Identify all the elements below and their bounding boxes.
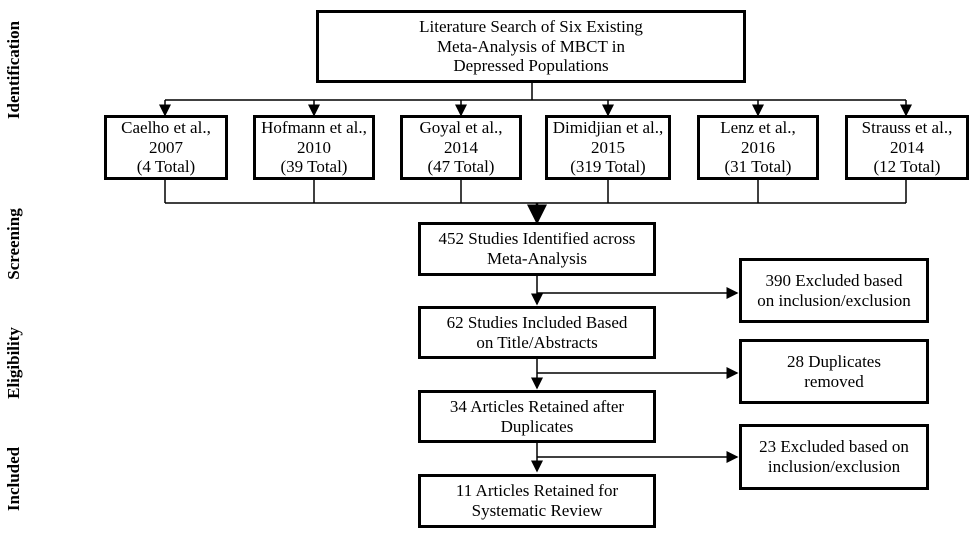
exclusion-text: 23 Excluded based on inclusion/exclusion — [759, 437, 909, 476]
source-label: Lenz et al., 2016 (31 Total) — [720, 118, 796, 177]
systematic-review-box: 11 Articles Retained for Systematic Revi… — [418, 474, 656, 528]
stage-label-identification: Identification — [4, 20, 23, 120]
source-box-dimidjian: Dimidjian et al., 2015 (319 Total) — [545, 115, 671, 180]
source-label: Hofmann et al., 2010 (39 Total) — [261, 118, 367, 177]
source-box-hofmann: Hofmann et al., 2010 (39 Total) — [253, 115, 375, 180]
source-box-lenz: Lenz et al., 2016 (31 Total) — [697, 115, 819, 180]
source-box-strauss: Strauss et al., 2014 (12 Total) — [845, 115, 969, 180]
included-studies-box: 62 Studies Included Based on Title/Abstr… — [418, 306, 656, 359]
source-label: Strauss et al., 2014 (12 Total) — [861, 118, 953, 177]
source-box-caelho: Caelho et al., 2007 (4 Total) — [104, 115, 228, 180]
literature-search-box: Literature Search of Six Existing Meta-A… — [316, 10, 746, 83]
exclusion-text: 28 Duplicates removed — [787, 351, 881, 391]
identified-studies-box: 452 Studies Identified across Meta-Analy… — [418, 222, 656, 276]
stage-label-eligibility: Eligibility — [4, 327, 23, 399]
exclusion-box-3: 23 Excluded based on inclusion/exclusion — [739, 424, 929, 490]
source-label: Caelho et al., 2007 (4 Total) — [121, 118, 211, 177]
stage-label-screening: Screening — [4, 208, 23, 280]
step-text: 11 Articles Retained for Systematic Revi… — [455, 481, 619, 520]
step-text: 34 Articles Retained after Duplicates — [449, 396, 625, 436]
exclusion-text: 390 Excluded based on inclusion/exclusio… — [757, 270, 911, 310]
duplicates-removed-box: 28 Duplicates removed — [739, 339, 929, 404]
literature-search-text: Literature Search of Six Existing Meta-A… — [419, 17, 643, 76]
step-text: 62 Studies Included Based on Title/Abstr… — [446, 312, 628, 352]
source-box-goyal: Goyal et al., 2014 (47 Total) — [400, 115, 522, 180]
source-label: Goyal et al., 2014 (47 Total) — [419, 118, 503, 177]
stage-label-included: Included — [4, 446, 23, 512]
exclusion-box-1: 390 Excluded based on inclusion/exclusio… — [739, 258, 929, 323]
step-text: 452 Studies Identified across Meta-Analy… — [438, 229, 636, 268]
source-label: Dimidjian et al., 2015 (319 Total) — [552, 118, 664, 177]
retained-after-duplicates-box: 34 Articles Retained after Duplicates — [418, 390, 656, 443]
